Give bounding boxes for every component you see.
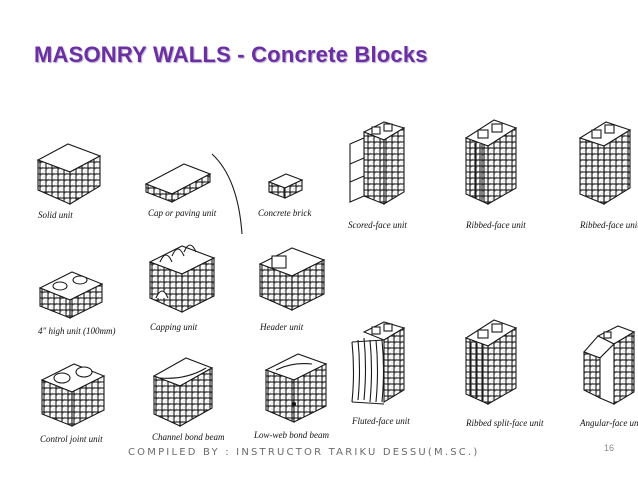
slide-title: MASONRY WALLS - Concrete Blocks [34,42,428,67]
label-control-joint-unit: Control joint unit [40,434,103,444]
label-channel-bond-beam: Channel bond beam [152,432,225,442]
label-low-web-bond-beam: Low-web bond beam [254,430,329,440]
solid-unit-drawing [36,143,102,205]
label-ribbed-face-unit-1: Ribbed-face unit [466,220,526,230]
label-ribbed-split-face-unit: Ribbed split-face unit [466,418,544,428]
label-angular-face-unit: Angular-face unit [580,418,638,428]
label-4in-high-unit: 4" high unit (100mm) [38,326,116,336]
cap-paving-unit-drawing [144,163,212,203]
header-unit-drawing [258,247,326,311]
arc-line-drawing [211,153,243,235]
concrete-brick-drawing [267,173,304,199]
label-capping-unit: Capping unit [150,322,198,332]
angular-face-unit-drawing [583,325,636,405]
capping-unit-drawing [148,244,216,313]
label-scored-face-unit: Scored-face unit [348,220,407,230]
label-solid-unit: Solid unit [38,210,73,220]
label-ribbed-face-unit-2: Ribbed-face unit [580,220,638,230]
label-header-unit: Header unit [260,322,304,332]
ribbed-face-unit-drawing-1 [464,119,518,205]
ribbed-face-unit-drawing-2 [578,121,632,205]
low-web-bond-beam-drawing [264,353,328,423]
channel-bond-beam-drawing [152,357,214,427]
fluted-face-unit-drawing [351,321,406,405]
control-joint-unit-drawing [40,363,106,427]
slide-footer: COMPILED BY : INSTRUCTOR TARIKU DESSU(M.… [128,447,480,458]
page-number: 16 [604,443,615,453]
label-fluted-face-unit: Fluted-face unit [352,416,410,426]
scored-face-unit-drawing [349,121,406,205]
label-concrete-brick: Concrete brick [258,208,312,218]
ribbed-split-face-unit-drawing [464,319,518,405]
label-cap-paving-unit: Cap or paving unit [148,208,217,218]
four-inch-high-unit-drawing [38,271,104,319]
